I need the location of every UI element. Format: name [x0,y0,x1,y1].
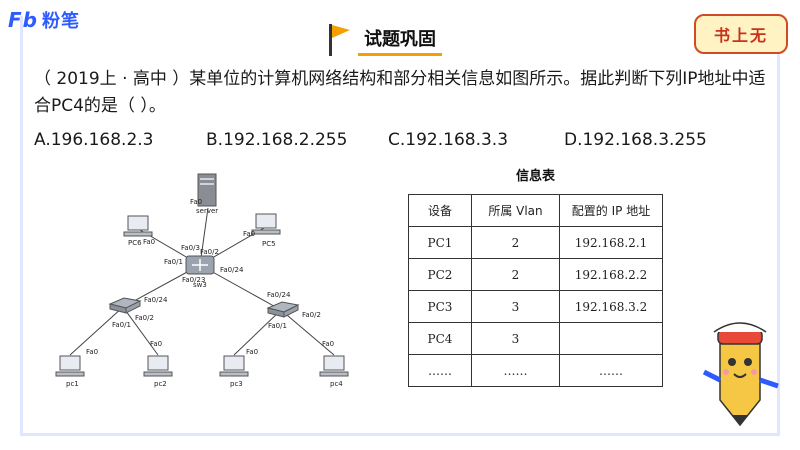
cell-vlan: 2 [471,226,560,259]
option-a[interactable]: A.196.168.2.3 [34,130,154,150]
left-switch-port-24: Fa0/24 [144,296,168,304]
options-row: A.196.168.2.3 B.192.168.2.255 C.192.168.… [34,126,774,156]
pc2-icon [143,355,173,377]
left-switch-port-1: Fa0/1 [112,321,131,329]
cell-ip: 192.168.2.2 [559,258,663,291]
pc3-icon [219,355,249,377]
left-switch-icon [108,297,142,314]
sw3-port-1: Fa0/1 [164,258,183,266]
cell-device: …… [408,354,472,387]
sw3-port-24: Fa0/24 [220,266,244,274]
cell-vlan: 3 [471,322,560,355]
table-row: PC4 3 [408,322,663,355]
col-header-vlan: 所属 Vlan [471,194,560,227]
sw3-port-2: Fa0/2 [200,248,219,256]
info-table-panel: 信息表 设备 所属 Vlan 配置的 IP 地址 PC1 2 192.168.2… [408,165,663,387]
core-switch-icon [185,255,215,275]
network-diagram: Fa0 server PC6 Fa0 PC5 Fa0 sw3 Fa0/3 Fa0… [55,173,349,388]
cell-device: PC4 [408,322,472,355]
pc3-port-label: Fa0 [246,348,258,356]
right-switch-port-24: Fa0/24 [267,291,291,299]
content-frame [20,16,780,436]
pc6-label: PC6 [128,239,142,247]
right-switch-icon [266,301,300,318]
cell-device: PC3 [408,290,472,323]
table-row: PC2 2 192.168.2.2 [408,258,663,291]
pc4-label: pc4 [330,380,343,388]
server-icon [197,173,217,207]
pc5-port-label: Fa0 [243,230,255,238]
pc1-label: pc1 [66,380,79,388]
pc5-label: PC5 [262,240,276,248]
left-switch-port-2: Fa0/2 [135,314,154,322]
server-label: server [196,207,218,215]
logo-mark: Fb [8,8,38,32]
table-row: PC1 2 192.168.2.1 [408,226,663,259]
pc3-label: pc3 [230,380,243,388]
info-table: 设备 所属 Vlan 配置的 IP 地址 PC1 2 192.168.2.1 P… [408,194,663,387]
cell-ip: …… [559,354,663,387]
pc6-port-label: Fa0 [143,238,155,246]
pc6-icon [123,215,153,237]
top-bar [0,0,800,40]
info-table-title: 信息表 [515,169,555,184]
cell-device: PC1 [408,226,472,259]
pencil-mascot-icon [702,322,779,427]
server-port-label: Fa0 [190,198,202,206]
pc1-icon [55,355,85,377]
cell-ip: 192.168.2.1 [559,226,663,259]
section-title-banner: 试题巩固 [326,22,476,58]
section-title: 试题巩固 [358,25,442,56]
table-row: PC3 3 192.168.3.2 [408,290,663,323]
col-header-ip: 配置的 IP 地址 [559,194,663,227]
pc1-port-label: Fa0 [86,348,98,356]
cell-vlan: …… [471,354,560,387]
option-d[interactable]: D.192.168.3.255 [564,130,707,150]
pc4-icon [319,355,349,377]
book-badge: 书上无 [694,14,788,54]
cell-device: PC2 [408,258,472,291]
right-switch-port-2: Fa0/2 [302,311,321,319]
sw3-label: sw3 [193,281,207,289]
col-header-device: 设备 [408,194,472,227]
question-text: （ 2019上 · 高中 ）某单位的计算机网络结构和部分相关信息如图所示。据此判… [34,69,766,116]
right-switch-port-1: Fa0/1 [268,322,287,330]
table-header-row: 设备 所属 Vlan 配置的 IP 地址 [408,194,663,227]
option-b[interactable]: B.192.168.2.255 [206,130,348,150]
option-c[interactable]: C.192.168.3.3 [388,130,509,150]
sw3-port-3: Fa0/3 [181,244,200,252]
flag-icon [329,24,350,56]
cell-vlan: 2 [471,258,560,291]
sw3-port-23: Fa0/23 [182,276,205,284]
cell-ip: 192.168.3.2 [559,290,663,323]
pc2-port-label: Fa0 [150,340,162,348]
cell-vlan: 3 [471,290,560,323]
pc2-label: pc2 [154,380,167,388]
logo-text: 粉笔 [41,11,80,32]
pc4-port-label: Fa0 [322,340,334,348]
brand-logo: Fb 粉笔 [8,8,80,32]
pc5-icon [251,213,281,235]
table-row: …… …… …… [408,354,663,387]
cell-ip [559,322,663,355]
